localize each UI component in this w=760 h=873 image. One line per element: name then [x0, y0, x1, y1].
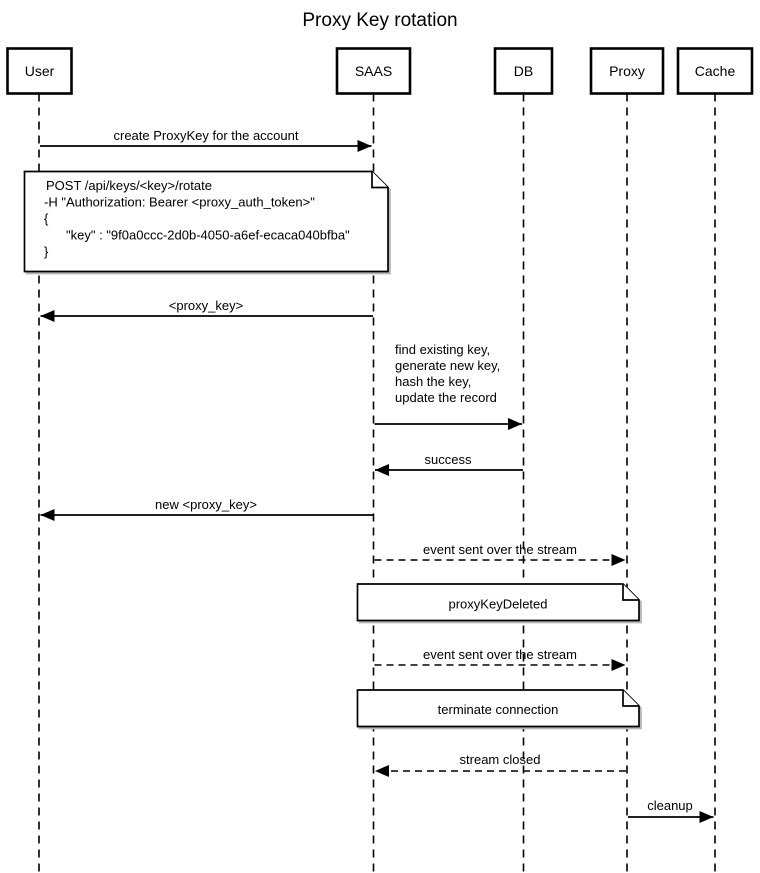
message-label-line: generate new key, — [395, 358, 500, 373]
actor-cache: Cache — [676, 47, 754, 95]
message-success: success — [375, 452, 523, 476]
diagram-title: Proxy Key rotation — [302, 10, 457, 31]
message-db-update: find existing key, generate new key, has… — [374, 342, 522, 430]
message-label: success — [425, 452, 472, 467]
note-body — [23, 170, 389, 273]
note-label: terminate connection — [438, 702, 559, 717]
note-fold-corner — [371, 171, 388, 189]
note-body — [356, 689, 640, 728]
actor-label-db: DB — [514, 63, 533, 79]
note-line: POST /api/keys/<key>/rotate — [46, 178, 212, 193]
message-label: new <proxy_key> — [155, 497, 257, 512]
message-label: stream closed — [460, 752, 541, 767]
note-line: -H "Authorization: Bearer <proxy_auth_to… — [44, 195, 315, 210]
message-label: cleanup — [647, 798, 693, 813]
note-label: proxyKeyDeleted — [449, 597, 548, 612]
note-terminate-connection: terminate connection — [356, 689, 640, 728]
actor-box-db — [493, 47, 554, 95]
note-rotate-request: POST /api/keys/<key>/rotate -H "Authoriz… — [23, 170, 389, 273]
actor-label-saas: SAAS — [355, 63, 392, 79]
note-body — [356, 583, 640, 622]
note-line: "key" : "9f0a0ccc-2d0b-4050-a6ef-ecaca04… — [66, 228, 350, 243]
note-line: { — [44, 211, 49, 226]
actor-db: DB — [493, 47, 554, 95]
message-new-proxy-key: new <proxy_key> — [40, 497, 373, 521]
message-label-line: update the record — [395, 390, 497, 405]
message-event-stream-1: event sent over the stream — [374, 542, 626, 566]
message-label: event sent over the stream — [423, 647, 577, 662]
note-line: } — [44, 244, 49, 259]
actor-label-user: User — [25, 63, 55, 79]
message-label: create ProxyKey for the account — [114, 128, 299, 143]
message-cleanup: cleanup — [628, 798, 714, 823]
note-fold-corner — [622, 690, 639, 707]
actor-user: User — [6, 47, 73, 95]
message-create-proxykey: create ProxyKey for the account — [40, 128, 372, 152]
actor-box-proxy — [589, 47, 665, 95]
actor-label-cache: Cache — [695, 63, 736, 79]
message-event-stream-2: event sent over the stream — [374, 647, 626, 671]
note-proxykey-deleted: proxyKeyDeleted — [356, 583, 640, 622]
message-proxy-key-return: <proxy_key> — [40, 298, 373, 322]
actor-box-user — [6, 47, 73, 95]
message-stream-closed: stream closed — [375, 752, 626, 777]
note-fold-corner — [622, 584, 639, 601]
actor-label-proxy: Proxy — [609, 63, 645, 79]
actor-box-cache — [676, 47, 754, 95]
actor-proxy: Proxy — [589, 47, 665, 95]
message-label-line: hash the key, — [395, 374, 471, 389]
message-label: <proxy_key> — [169, 298, 243, 313]
actor-box-saas — [335, 47, 412, 95]
actor-saas: SAAS — [335, 47, 412, 95]
message-label-line: find existing key, — [395, 342, 490, 357]
message-label: event sent over the stream — [423, 542, 577, 557]
